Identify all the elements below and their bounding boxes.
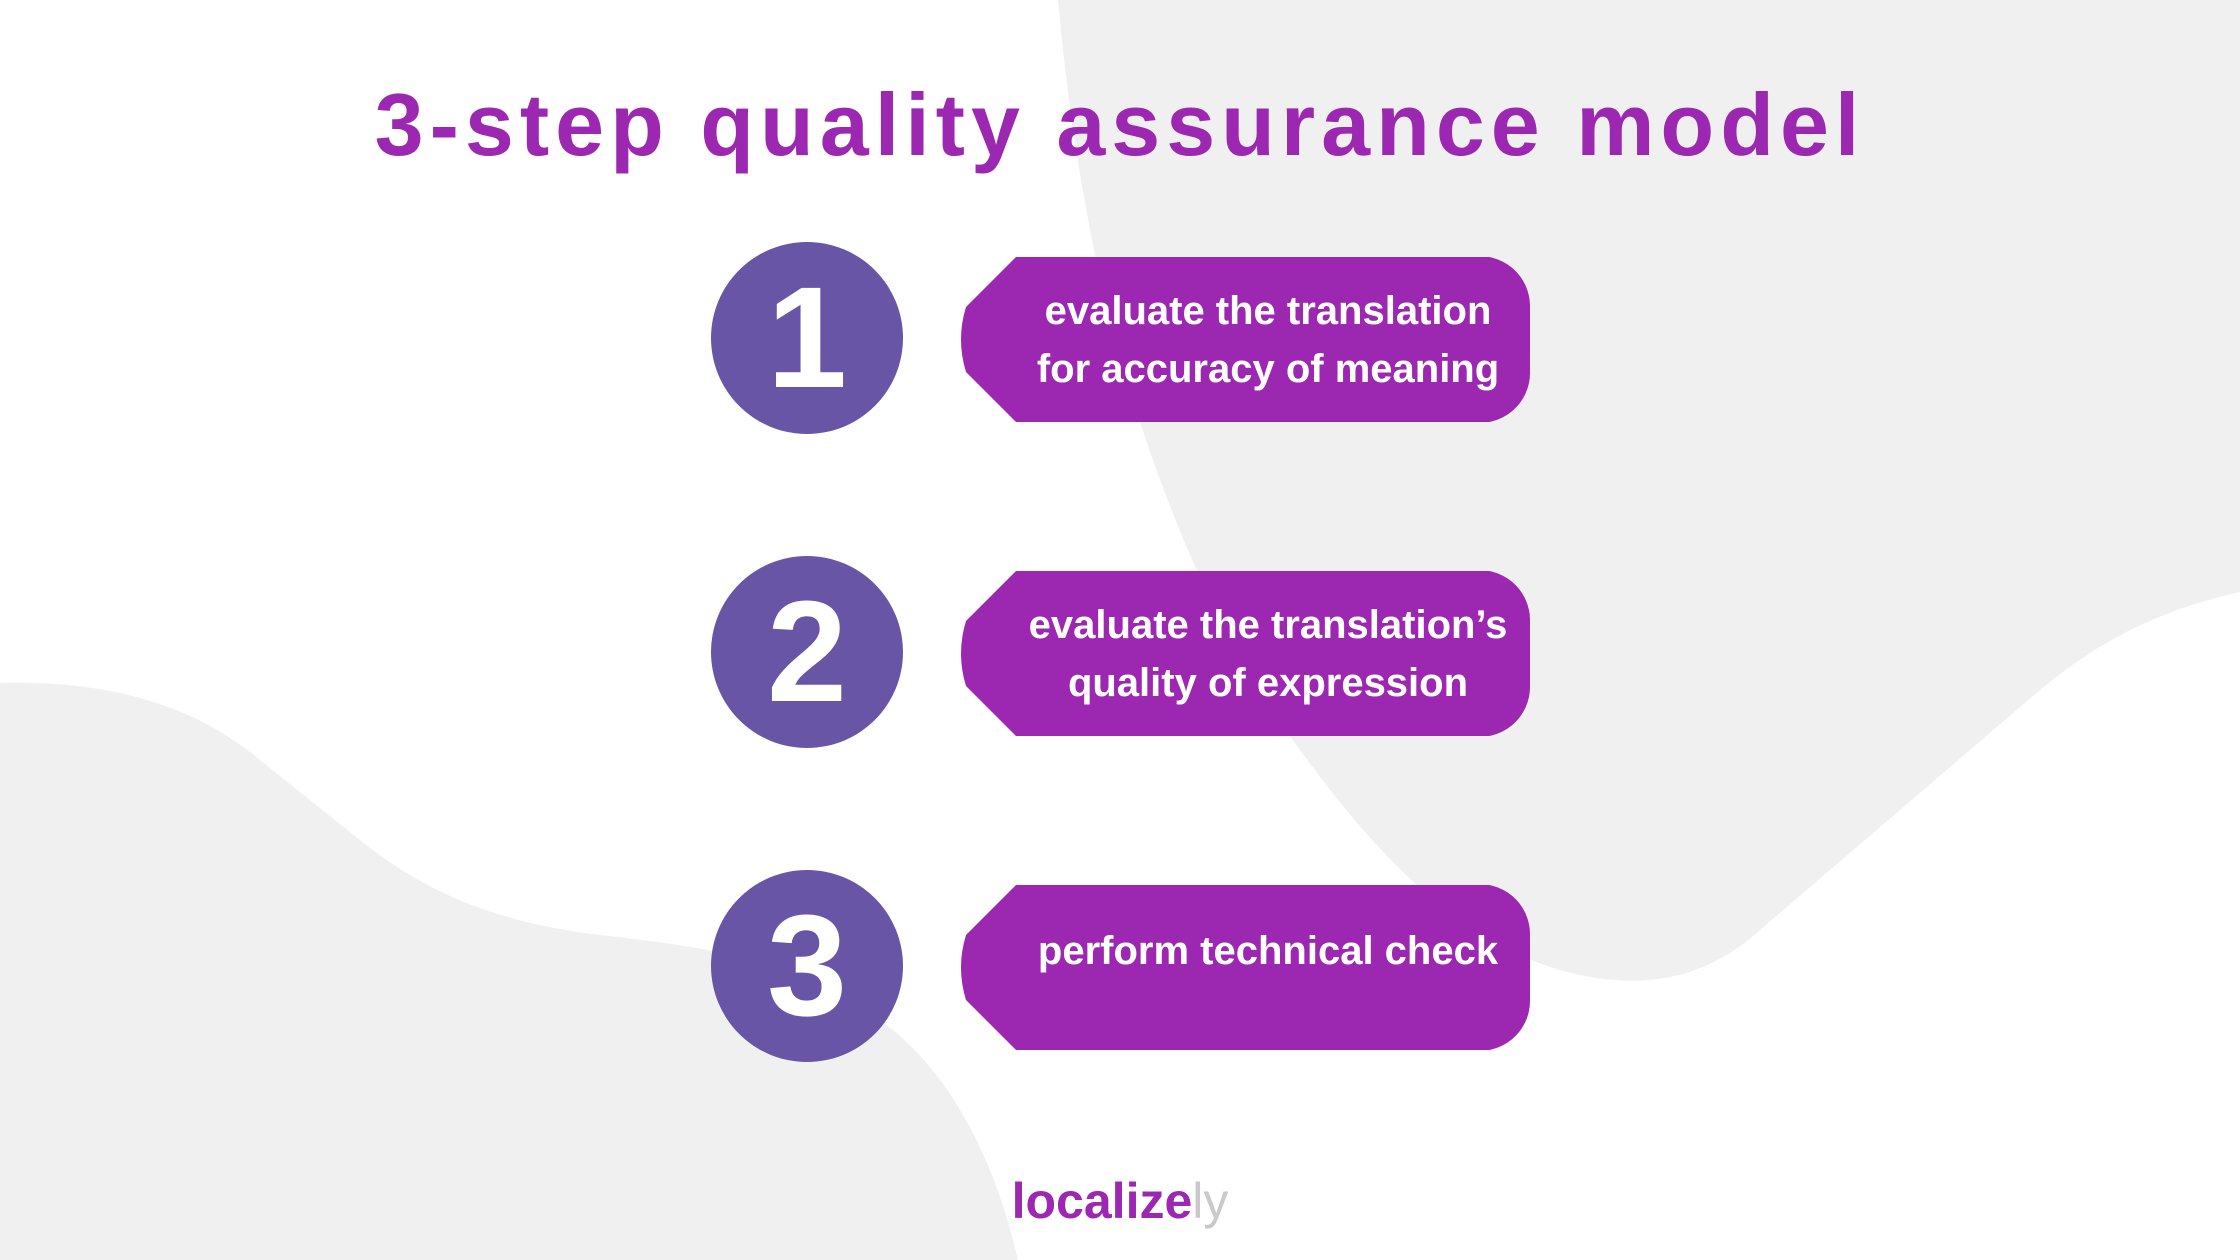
- step-label-tag: evaluate the translation for accuracy of…: [956, 257, 1530, 422]
- tag-arrow-shape: [961, 571, 1530, 736]
- step-description: evaluate the translation’s quality of ex…: [1028, 602, 1508, 705]
- tag-arrow-shape: [961, 257, 1530, 422]
- logo-main-text: localize: [1011, 1173, 1193, 1229]
- background-shape-left: [0, 682, 1018, 1260]
- step-description: perform technical check: [1037, 929, 1499, 973]
- step-number: 3: [766, 885, 848, 1046]
- step-description: evaluate the translation for accuracy of…: [1036, 288, 1500, 391]
- step-1: 1 evaluate the translation for accuracy …: [0, 240, 2240, 440]
- step-2: 2 evaluate the translation’s quality of …: [0, 554, 2240, 754]
- step-label-tag: perform technical check: [956, 885, 1530, 1050]
- step-number-circle: 3: [711, 870, 903, 1062]
- step-number-circle: 1: [711, 242, 903, 434]
- brand-logo: localizely: [0, 1166, 2240, 1236]
- step-number: 1: [766, 257, 848, 418]
- tag-arrow-shape: [961, 885, 1530, 1050]
- logo-suffix-text: ly: [1192, 1173, 1229, 1229]
- step-3: 3 perform technical check: [0, 868, 2240, 1068]
- page-title: 3-step quality assurance model: [374, 75, 1866, 174]
- step-number-circle: 2: [711, 556, 903, 748]
- step-label-tag: evaluate the translation’s quality of ex…: [956, 571, 1530, 736]
- step-number: 2: [766, 571, 848, 732]
